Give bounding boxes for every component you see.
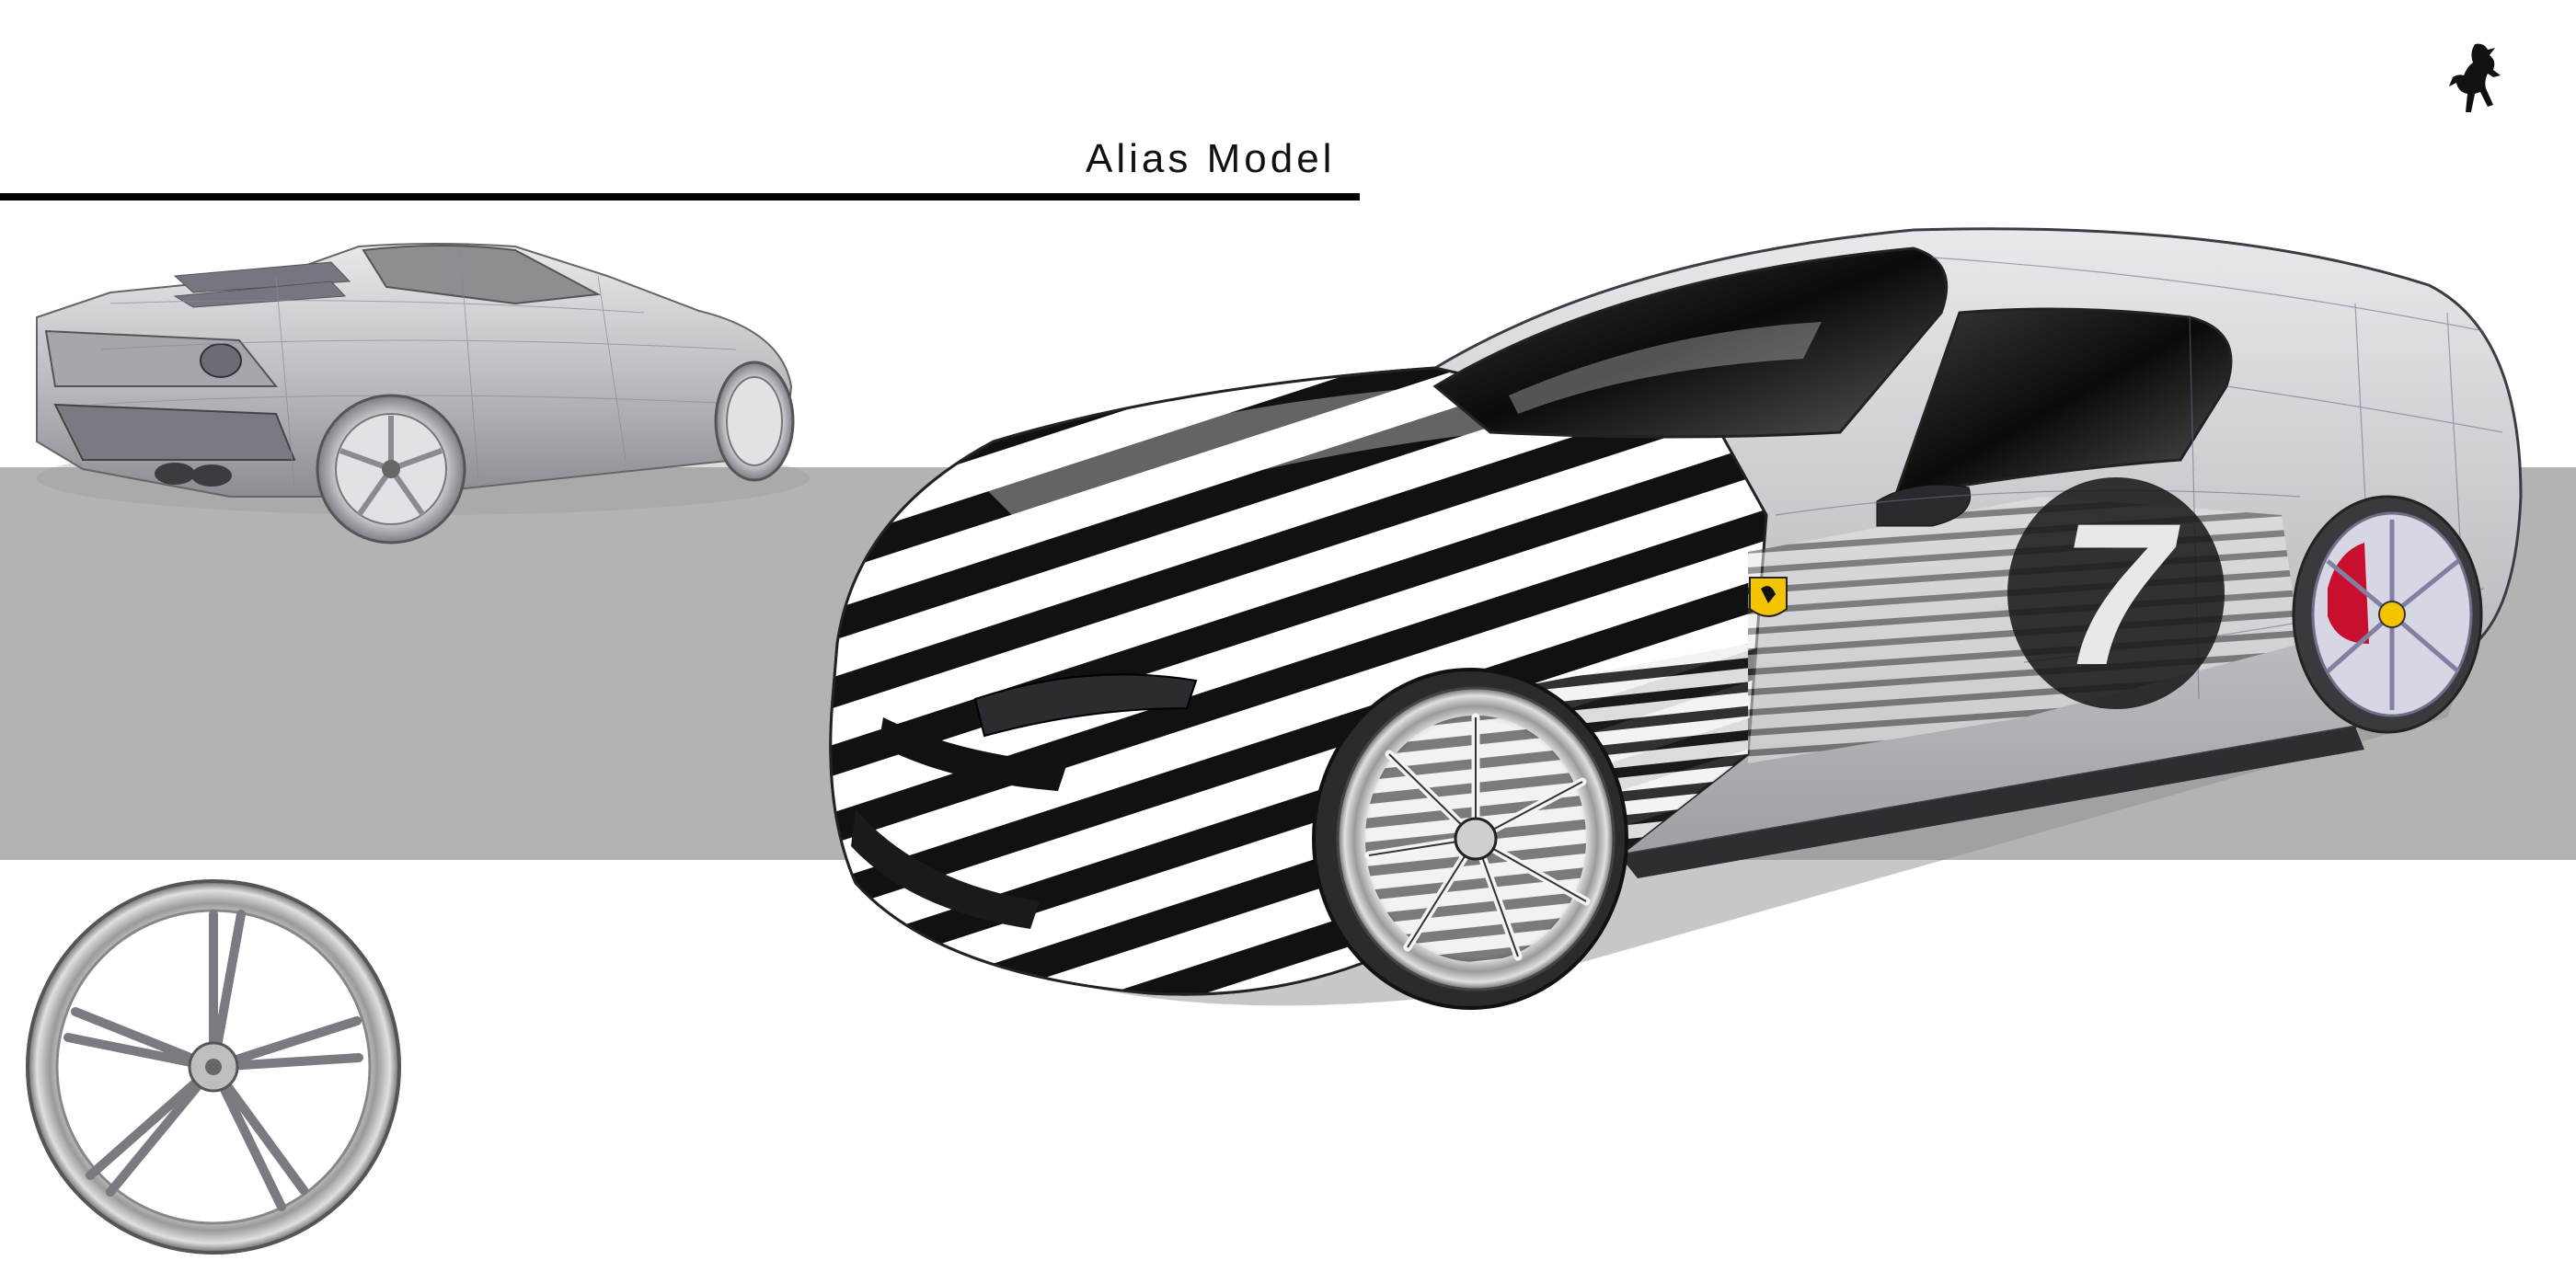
page-title: Alias Model (1086, 136, 1336, 181)
race-number: 7 (2060, 481, 2180, 707)
rear-wheel (2292, 495, 2483, 734)
front-wheel (1312, 668, 1628, 1010)
title-underline (0, 193, 1360, 201)
main-car: 7 (829, 227, 2523, 1010)
number-roundel (2007, 477, 2225, 709)
shield-badge-icon (1749, 577, 1788, 617)
prancing-horse-icon (2449, 43, 2501, 112)
wheel-render (26, 879, 401, 1255)
rear-view-car (36, 243, 810, 544)
